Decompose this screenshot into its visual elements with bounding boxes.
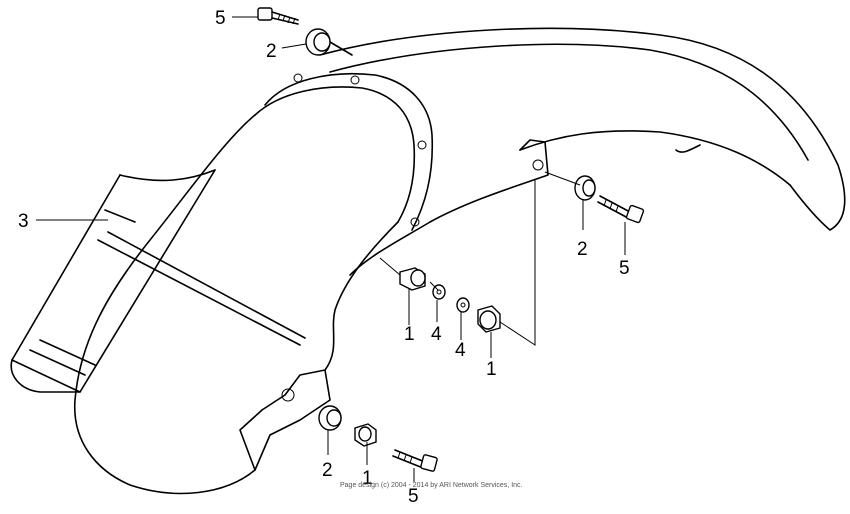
- inner-shield: [10, 72, 544, 495]
- callout-5-right: 5: [619, 258, 630, 279]
- copyright-footer: Page design (c) 2004 - 2014 by ARI Netwo…: [340, 482, 523, 489]
- leader-lines: [36, 16, 626, 482]
- callout-1-mid: 1: [404, 324, 415, 345]
- bolt-bottom: [392, 449, 438, 472]
- grommet-right: [574, 175, 596, 201]
- callout-2-top: 2: [266, 41, 277, 62]
- grommet-bottom: [318, 405, 342, 431]
- callout-1-bottom: 1: [362, 468, 373, 489]
- assembly-lines: [379, 171, 581, 346]
- collar-bottom: [354, 423, 377, 447]
- fender-outline: [319, 27, 846, 276]
- bolt-top: [257, 7, 299, 25]
- callout-2-bottom: 2: [322, 460, 333, 481]
- callout-5-top: 5: [215, 8, 226, 29]
- callout-4-right: 4: [455, 340, 466, 361]
- callout-2-right: 2: [577, 239, 588, 260]
- nut-right: [456, 297, 470, 313]
- callout-labels: 5 2 3 2 5 1 4 4 1 2 1 5: [18, 8, 630, 507]
- callout-1-right: 1: [486, 359, 497, 380]
- bolt-right: [597, 195, 645, 224]
- collar-mid: [399, 267, 426, 291]
- callout-3-left: 3: [18, 211, 29, 232]
- collar-right: [477, 305, 501, 333]
- callout-5-bottom: 5: [408, 486, 419, 507]
- callout-4-mid: 4: [431, 324, 442, 345]
- grommet-top: [305, 28, 353, 56]
